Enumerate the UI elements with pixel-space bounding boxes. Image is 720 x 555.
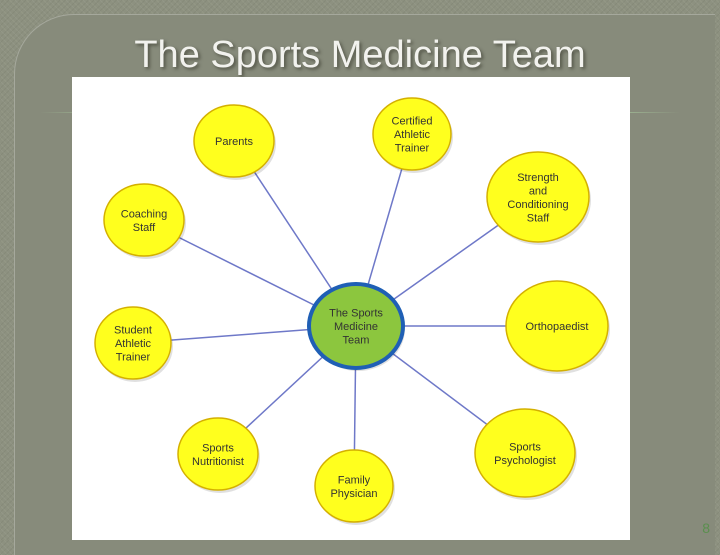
nodes-layer: ParentsCertifiedAthleticTrainerStrengtha… [94,97,610,525]
node-certified-athletic-trainer-circle [372,97,452,171]
node-strength-conditioning-staff-label-line: Staff [527,212,550,224]
node-parents: Parents [193,104,276,180]
node-student-athletic-trainer-label-line: Student [114,325,152,337]
node-certified-athletic-trainer-label-line: Certified [392,116,433,128]
node-sports-psychologist-label-line: Psychologist [494,455,556,467]
node-orthopaedist-label-line: Orthopaedist [526,321,589,333]
node-coaching-staff-label-line: Staff [133,222,156,234]
node-parents-circle [193,104,275,178]
node-center-hub-label-line: Team [343,335,370,347]
node-strength-conditioning-staff-label-line: and [529,185,547,197]
node-parents-label-line: Parents [215,136,253,148]
node-strength-conditioning-staff-label-line: Strength [517,172,559,184]
node-orthopaedist: Orthopaedist [505,280,610,374]
node-student-athletic-trainer-circle [94,306,172,380]
node-student-athletic-trainer-label-line: Trainer [116,352,151,364]
node-center-hub-circle [307,282,405,370]
node-center-hub-label-line: Medicine [334,321,378,333]
sports-medicine-team-diagram: ParentsCertifiedAthleticTrainerStrengtha… [94,97,610,525]
node-family-physician-circle [314,449,394,523]
node-sports-nutritionist-label-line: Nutritionist [192,456,244,468]
page-number: 8 [702,520,710,536]
node-coaching-staff-label-line: Coaching [121,208,167,220]
node-center-hub-label-line: The Sports [329,308,383,320]
node-sports-psychologist-circle [474,408,576,498]
node-family-physician-label-line: Physician [330,488,377,500]
node-student-athletic-trainer-label-line: Athletic [115,338,152,350]
node-orthopaedist-circle [505,280,609,372]
node-strength-conditioning-staff-label-line: Conditioning [507,199,568,211]
node-sports-psychologist-label-line: Sports [509,441,541,453]
node-coaching-staff-circle [103,183,185,257]
node-sports-nutritionist-circle [177,417,259,491]
slide-title: The Sports Medicine Team [134,34,586,76]
node-sports-nutritionist-label-line: Sports [202,442,234,454]
node-certified-athletic-trainer-label-line: Trainer [395,143,430,155]
node-family-physician-label-line: Family [338,474,371,486]
node-strength-conditioning-staff-circle [486,151,590,243]
node-certified-athletic-trainer-label-line: Athletic [394,129,431,141]
